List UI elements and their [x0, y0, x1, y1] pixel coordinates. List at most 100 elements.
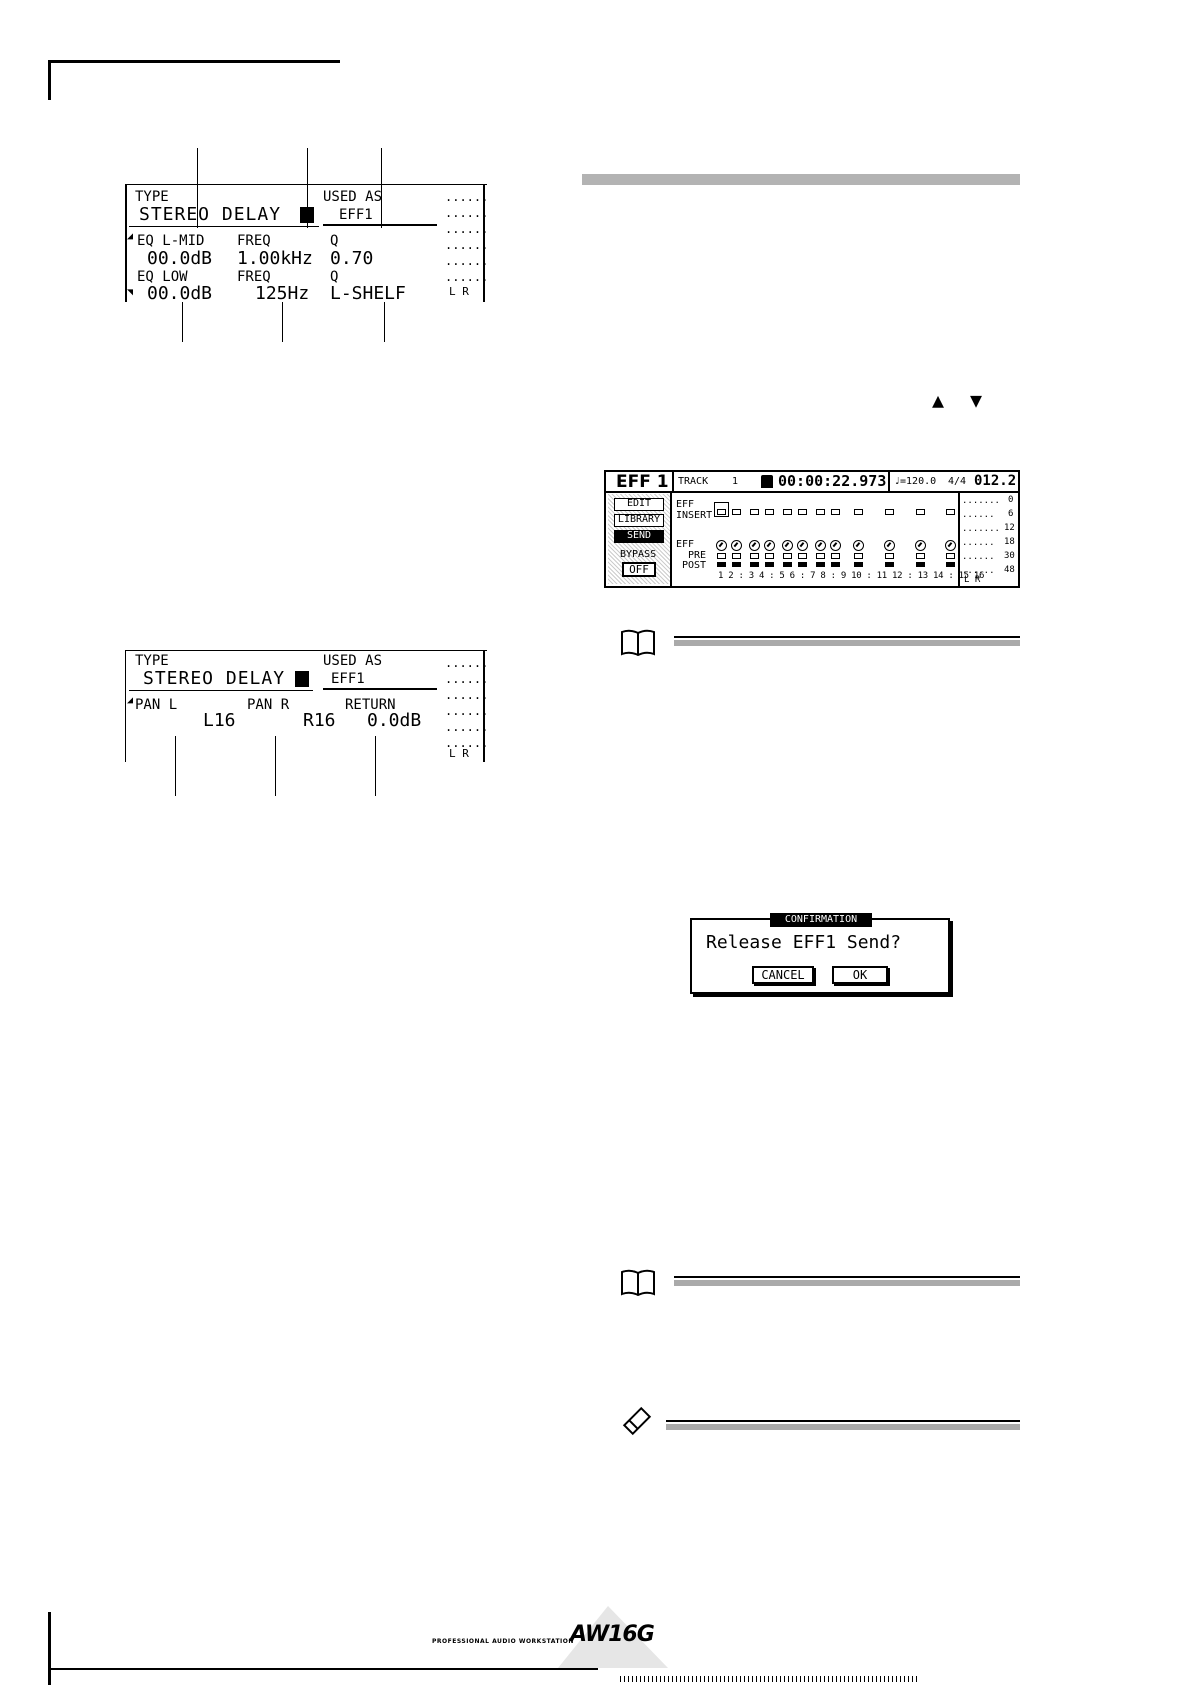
track-label: TRACK [678, 476, 709, 487]
eff-label: EFF [676, 539, 695, 550]
book-icon [620, 1268, 656, 1297]
scale-18: 18 [1004, 537, 1015, 547]
mono-stereo-icon [300, 207, 314, 223]
freq-2: 125Hz [255, 283, 310, 304]
eq-lmid-label: EQ L-MID [137, 233, 205, 249]
scene-icon [761, 475, 773, 488]
screen-title: EFF 1 [616, 472, 669, 492]
output-meter: ....... 0 ...... 6 ....... 12 ...... 18 … [962, 495, 1015, 585]
lcd-top-border [125, 650, 487, 651]
cursor-up-icon: ▲ [932, 388, 945, 412]
send-grid [714, 494, 956, 572]
tab-edit[interactable]: EDIT [614, 498, 664, 511]
tab-send[interactable]: SEND [614, 530, 664, 543]
callout-line [182, 302, 183, 342]
meter-lr-label: L R [449, 285, 469, 298]
bypass-button[interactable]: OFF [622, 562, 656, 577]
scale-30: 30 [1004, 551, 1015, 561]
used-as-label: USED AS [323, 189, 383, 205]
used-as-label: USED AS [323, 653, 383, 669]
pre-label: PRE [688, 550, 707, 561]
insert-cursor [714, 502, 729, 517]
callout-line [275, 736, 276, 796]
footer-barcode [620, 1676, 920, 1682]
freq-label-1: FREQ [237, 233, 271, 249]
bypass-label: BYPASS [620, 549, 657, 560]
confirmation-dialog: CONFIRMATION Release EFF1 Send? CANCEL O… [690, 913, 950, 994]
type-underline [129, 690, 313, 691]
cursor-down-icon: ◥ [127, 287, 134, 298]
cancel-button[interactable]: CANCEL [752, 966, 814, 984]
q-label-1: Q [330, 233, 339, 249]
dialog-message: Release EFF1 Send? [706, 932, 902, 953]
freq-1: 1.00kHz [237, 248, 313, 269]
post-label: POST [682, 560, 707, 571]
note-rule-thick [674, 640, 1020, 646]
section-heading-bar [582, 174, 1020, 185]
scale-6: 6 [1008, 509, 1014, 519]
q-1: 0.70 [330, 248, 374, 269]
title-divider [606, 491, 1018, 493]
cursor-up-icon: ◢ [127, 231, 134, 242]
pan-l-label: PAN L [135, 697, 178, 713]
footer-vertical-rule [48, 1612, 51, 1685]
effect-name: STEREO DELAY [143, 668, 286, 689]
eq-low-label: EQ LOW [137, 269, 188, 285]
header-rule-vertical [48, 60, 51, 100]
cursor-up-icon: ◢ [127, 695, 134, 706]
pan-r-label: PAN R [247, 697, 290, 713]
note-rule [674, 636, 1020, 638]
dialog-title: CONFIRMATION [770, 913, 872, 927]
tip-rule [666, 1420, 1020, 1422]
time-signature: 4/4 [948, 476, 967, 487]
callout-line [282, 302, 283, 342]
footer-brand-logo: AW16G [570, 1622, 655, 1647]
return-value: 0.0dB [367, 710, 422, 731]
lcd-left-border [125, 184, 127, 302]
effect-name: STEREO DELAY [139, 204, 282, 225]
eq-lmid-gain: 00.0dB [147, 248, 213, 269]
title-sep [672, 472, 674, 492]
cursor-down-icon: ▼ [970, 388, 983, 412]
book-icon [620, 628, 656, 657]
callout-line [384, 302, 385, 342]
footer-logo-shape [548, 1598, 678, 1668]
level-meter: ...... ...... ...... ...... ...... .....… [445, 656, 489, 760]
pan-l-value: L16 [203, 710, 236, 731]
effect-eq-screen: TYPE STEREO DELAY USED AS EFF1 ◢ EQ L-MI… [125, 148, 489, 342]
pencil-icon [620, 1404, 654, 1438]
tab-library[interactable]: LIBRARY [614, 514, 664, 527]
eff-insert-label: EFF [676, 499, 695, 510]
meter-lr-label: L R [449, 747, 469, 760]
callout-line [197, 148, 198, 228]
tempo: ♩=120.0 [894, 476, 937, 487]
q-2: L-SHELF [330, 283, 406, 304]
callout-line [381, 148, 382, 228]
title-sep [888, 472, 890, 492]
freq-label-2: FREQ [237, 269, 271, 285]
scale-12: 12 [1004, 523, 1015, 533]
scale-0: 0 [1008, 495, 1014, 505]
lcd-right-border [483, 650, 485, 762]
channel-numbers: 1 2 : 3 4 : 5 6 : 7 8 : 9 10 : 11 12 : 1… [718, 571, 985, 581]
scale-48: 48 [1004, 565, 1015, 575]
callout-line [175, 736, 176, 796]
eff-insert-label: INSERT [676, 510, 713, 521]
return-label: RETURN [345, 697, 396, 713]
header-rule [48, 60, 340, 63]
meter-sep [958, 492, 960, 586]
used-as-underline [323, 688, 437, 690]
used-as-underline [323, 224, 437, 226]
note-rule-thick [674, 1280, 1020, 1286]
used-as-value: EFF1 [331, 671, 365, 687]
pan-r-value: R16 [303, 710, 336, 731]
mono-stereo-icon [295, 671, 309, 687]
time-counter: 00:00:22.973 [778, 472, 887, 490]
ok-button[interactable]: OK [832, 966, 888, 984]
used-as-value: EFF1 [339, 207, 373, 223]
eff-send-screen: EFF 1 TRACK 1 00:00:22.973 ♩=120.0 4/4 0… [604, 470, 1020, 588]
level-meter: ...... ...... ...... ...... ...... .....… [445, 190, 489, 298]
footer-product-line: PROFESSIONAL AUDIO WORKSTATION [432, 1638, 574, 1645]
type-label: TYPE [135, 653, 169, 669]
effect-send-pan-screen: TYPE STEREO DELAY USED AS EFF1 ◢ PAN L P… [125, 650, 489, 796]
